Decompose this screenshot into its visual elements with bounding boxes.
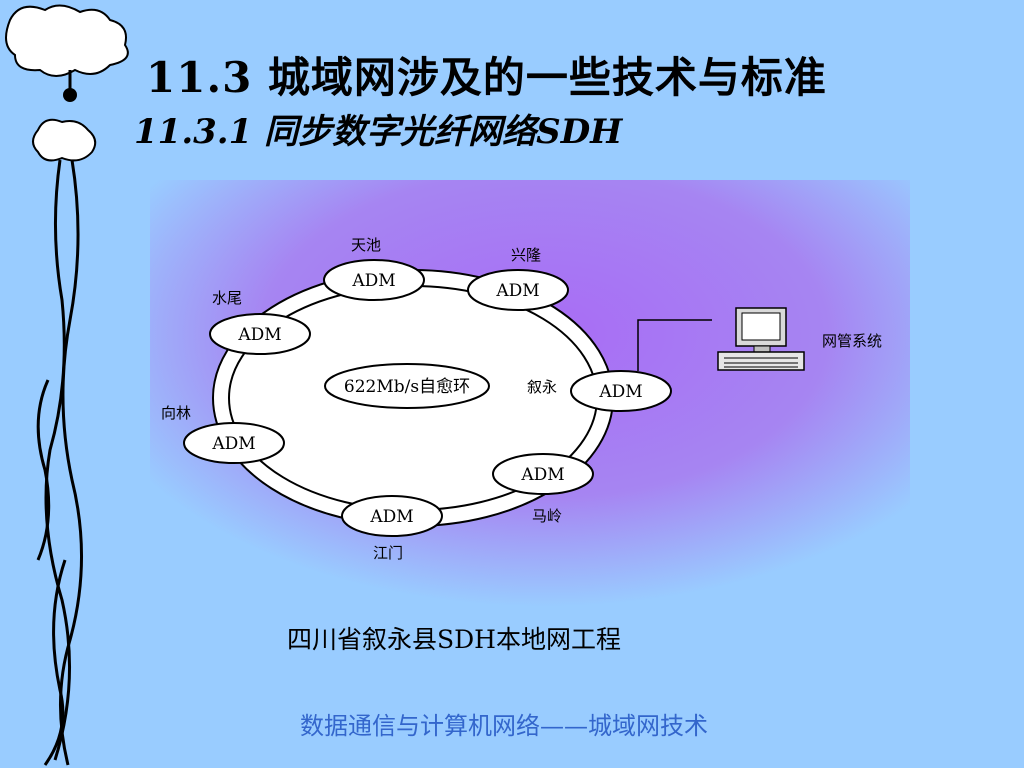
slide-footer: 数据通信与计算机网络——城域网技术 xyxy=(0,706,1024,741)
adm-label: ADM xyxy=(351,271,395,291)
site-label-tianchi: 天池 xyxy=(351,236,381,254)
diagram-caption: 四川省叙永县SDH本地网工程 xyxy=(0,620,1024,656)
site-label-shuiwei: 水尾 xyxy=(212,289,242,307)
computer-icon xyxy=(717,307,805,371)
site-label-jiangmen: 江门 xyxy=(373,544,403,562)
slide-title: 11.3 城域网涉及的一些技术与标准 xyxy=(146,53,827,102)
decorative-flower-vine xyxy=(5,4,129,766)
adm-label: ADM xyxy=(369,507,413,527)
ring-label-ellipse xyxy=(324,363,490,409)
management-link xyxy=(637,319,712,371)
adm-label: ADM xyxy=(495,281,539,301)
sdh-ring-diagram: 622Mb/s自愈环 ADM 天池 ADM 兴隆 ADM 水尾 ADM 叙永 A… xyxy=(150,180,910,620)
adm-node-xinglong xyxy=(467,269,569,311)
flower-icon xyxy=(5,4,129,77)
adm-node-xianglin xyxy=(183,422,285,464)
slide-subtitle: 11.3.1 同步数字光纤网络SDH xyxy=(134,112,623,152)
site-label-maling: 马岭 xyxy=(532,507,562,525)
site-label-xuyong: 叙永 xyxy=(527,378,557,396)
adm-node-jiangmen xyxy=(341,495,443,537)
site-label-xianglin: 向林 xyxy=(161,404,191,422)
adm-node-maling xyxy=(492,453,594,495)
management-system-label: 网管系统 xyxy=(822,332,882,350)
flower-icon xyxy=(32,118,97,162)
adm-node-xuyong xyxy=(570,370,672,412)
adm-label: ADM xyxy=(598,382,642,402)
ring-label: 622Mb/s自愈环 xyxy=(344,377,470,397)
site-label-xinglong: 兴隆 xyxy=(511,246,541,264)
adm-label: ADM xyxy=(211,434,255,454)
diagram-caption-text: 四川省叙永县SDH本地网工程 xyxy=(287,625,621,654)
slide-footer-text: 数据通信与计算机网络——城域网技术 xyxy=(300,712,708,740)
adm-node-shuiwei xyxy=(209,313,311,355)
adm-node-tianchi xyxy=(323,259,425,301)
adm-label: ADM xyxy=(237,325,281,345)
adm-label: ADM xyxy=(520,465,564,485)
